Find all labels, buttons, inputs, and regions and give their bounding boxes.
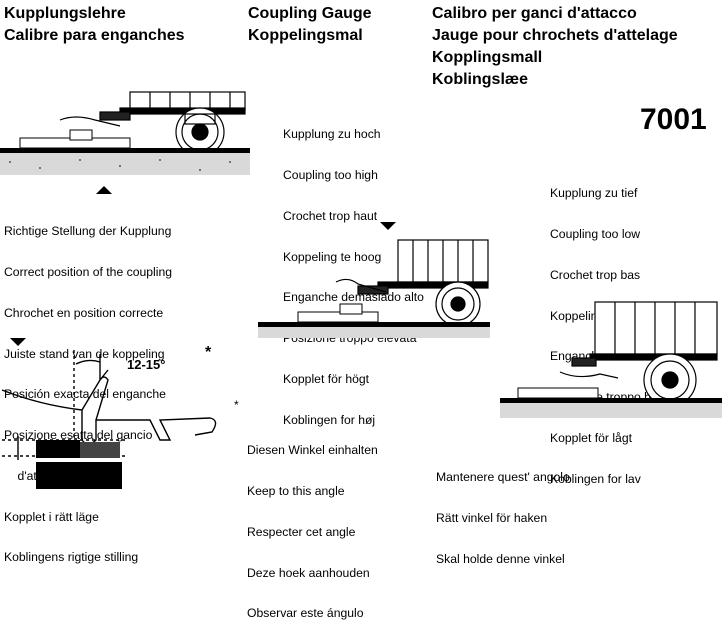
keep-angle-line: Respecter cet angle <box>247 524 356 539</box>
angle-label: 12-15° <box>127 357 166 372</box>
too-high-line: Koblingen for høj <box>283 412 376 427</box>
keep-angle-text: Diesen Winkel einhalten Keep to this ang… <box>247 417 378 635</box>
too-high-line: Kupplung zu hoch <box>283 127 381 142</box>
keep-angle-line: Skal holde denne vinkel <box>436 551 565 566</box>
too-high-line: Kopplet för högt <box>283 371 370 386</box>
title-en: Coupling Gauge <box>248 5 372 22</box>
keep-angle-line: Observar este ángulo <box>247 606 364 621</box>
asterisk-mark: * <box>234 398 239 412</box>
title-fr: Jauge pour chrochets d'attelage <box>432 27 678 44</box>
correct-line: Chrochet en position correcte <box>4 305 164 320</box>
angle-detail-diagram <box>1 350 217 489</box>
correct-line: Juiste stand van de koppeling <box>4 346 165 361</box>
correct-line: Kopplet i rätt läge <box>4 509 99 524</box>
correct-line: Correct position of the coupling <box>4 264 173 279</box>
keep-angle-line: Mantenere quest' angolo <box>436 470 570 485</box>
pointer-down-icon <box>380 222 396 230</box>
keep-angle-line: Diesen Winkel einhalten <box>247 443 378 458</box>
too-low-line: Koblingen for lav <box>550 471 641 486</box>
title-es: Calibre para enganches <box>4 27 185 44</box>
keep-angle-other-text: Mantenere quest' angolo Rätt vinkel för … <box>436 444 570 580</box>
too-high-line: Crochet trop haut <box>283 208 378 223</box>
too-low-line: Coupling too low <box>550 226 641 241</box>
keep-angle-line: Keep to this angle <box>247 483 345 498</box>
keep-angle-line: Rätt vinkel för haken <box>436 510 548 525</box>
wagon-too-high-illustration <box>258 239 490 338</box>
wagon-too-low-illustration <box>500 301 722 418</box>
pointer-up-icon <box>96 186 112 194</box>
pointer-down-icon <box>10 338 26 346</box>
too-low-line: Kupplung zu tief <box>550 186 638 201</box>
too-high-line: Coupling too high <box>283 167 378 182</box>
wagon-correct-illustration <box>0 91 250 175</box>
asterisk-mark: * <box>205 344 212 361</box>
title-sv: Kopplingsmall <box>432 49 543 66</box>
too-high-text: Kupplung zu hoch Coupling too high Croch… <box>283 101 424 441</box>
correct-line: Richtige Stellung der Kupplung <box>4 224 172 239</box>
too-low-line: Kopplet för lågt <box>550 430 632 445</box>
title-de: Kupplungslehre <box>4 5 126 22</box>
too-low-line: Crochet trop bas <box>550 267 641 282</box>
too-high-line: Koppeling te hoog <box>283 249 382 264</box>
too-high-line: Enganche demasiado alto <box>283 290 424 305</box>
title-it: Calibro per ganci d'attacco <box>432 5 637 22</box>
title-da: Koblingslæe <box>432 71 529 88</box>
keep-angle-line: Deze hoek aanhouden <box>247 565 370 580</box>
title-nl: Koppelingsmal <box>248 27 363 44</box>
correct-line: Posizione esatta del gancio <box>4 428 153 443</box>
correct-line: Koblingens rigtige stilling <box>4 550 139 565</box>
item-number: 7001 <box>640 103 707 136</box>
